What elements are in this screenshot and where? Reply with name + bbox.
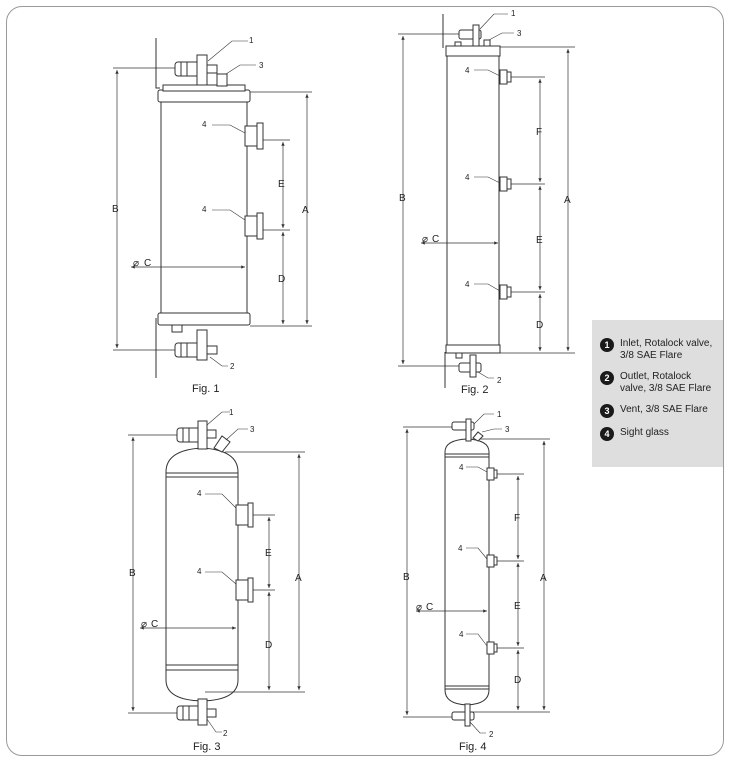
legend-text: Inlet, Rotalock valve, 3/8 SAE Flare bbox=[620, 338, 713, 361]
fig1-caption: Fig. 1 bbox=[192, 383, 220, 395]
fig2-callout-4a: 4 bbox=[465, 66, 470, 75]
fig2-dim-e: E bbox=[536, 235, 543, 246]
fig4-dim-a: A bbox=[540, 573, 547, 584]
legend-item-vent: 3 Vent, 3/8 SAE Flare bbox=[600, 404, 717, 418]
fig2-caption: Fig. 2 bbox=[461, 384, 489, 396]
fig2-dim-a: A bbox=[564, 195, 571, 206]
fig4-callout-1: 1 bbox=[497, 410, 502, 419]
fig3-dim-e: E bbox=[265, 548, 272, 559]
fig4-diameter-symbol: ⌀ bbox=[416, 602, 422, 613]
fig2-callout-2: 2 bbox=[497, 376, 502, 385]
legend-box: 1 Inlet, Rotalock valve, 3/8 SAE Flare 2… bbox=[592, 320, 723, 467]
legend-number-badge: 2 bbox=[600, 371, 614, 385]
fig1-dim-c: C bbox=[144, 258, 151, 269]
fig2-callout-4c: 4 bbox=[465, 280, 470, 289]
figure-2 bbox=[398, 13, 575, 388]
fig1-dim-a: A bbox=[302, 205, 309, 216]
fig4-dim-f: F bbox=[514, 513, 520, 524]
figure-4 bbox=[403, 413, 550, 734]
fig3-dim-d: D bbox=[265, 640, 272, 651]
fig2-diameter-symbol: ⌀ bbox=[422, 234, 428, 245]
fig4-callout-4a: 4 bbox=[459, 463, 464, 472]
fig1-diameter-symbol: ⌀ bbox=[133, 258, 139, 269]
fig1-callout-4a: 4 bbox=[202, 120, 207, 129]
fig3-callout-4a: 4 bbox=[197, 489, 202, 498]
fig4-callout-2: 2 bbox=[489, 730, 494, 739]
fig3-caption: Fig. 3 bbox=[193, 741, 221, 753]
fig3-callout-4b: 4 bbox=[197, 567, 202, 576]
fig1-callout-2: 2 bbox=[230, 362, 235, 371]
fig4-dim-b: B bbox=[403, 572, 410, 583]
fig4-dim-e: E bbox=[514, 601, 521, 612]
figure-3 bbox=[128, 411, 305, 733]
fig4-caption: Fig. 4 bbox=[459, 741, 487, 753]
fig3-dim-c: C bbox=[151, 619, 158, 630]
fig3-dim-a: A bbox=[295, 573, 302, 584]
fig2-dim-c: C bbox=[432, 234, 439, 245]
fig2-callout-1: 1 bbox=[511, 9, 516, 18]
fig4-dim-c: C bbox=[426, 602, 433, 613]
fig2-dim-b: B bbox=[399, 193, 406, 204]
fig1-dim-b: B bbox=[112, 204, 119, 215]
fig1-dim-d: D bbox=[278, 274, 285, 285]
figure-1 bbox=[113, 38, 312, 378]
legend-text: Outlet, Rotalock valve, 3/8 SAE Flare bbox=[620, 371, 712, 394]
legend-number-badge: 1 bbox=[600, 338, 614, 352]
legend-item-outlet: 2 Outlet, Rotalock valve, 3/8 SAE Flare bbox=[600, 371, 717, 395]
legend-item-sight-glass: 4 Sight glass bbox=[600, 427, 717, 441]
fig3-diameter-symbol: ⌀ bbox=[141, 619, 147, 630]
fig3-callout-1: 1 bbox=[229, 408, 234, 417]
legend-number-badge: 4 bbox=[600, 427, 614, 441]
fig2-dim-d: D bbox=[536, 320, 543, 331]
legend-text: Sight glass bbox=[620, 427, 669, 438]
fig4-callout-4b: 4 bbox=[458, 544, 463, 553]
fig3-callout-3: 3 bbox=[250, 425, 255, 434]
fig1-callout-1: 1 bbox=[249, 36, 254, 45]
fig4-callout-3: 3 bbox=[505, 425, 510, 434]
fig1-callout-4b: 4 bbox=[202, 205, 207, 214]
legend-item-inlet: 1 Inlet, Rotalock valve, 3/8 SAE Flare bbox=[600, 338, 717, 362]
fig2-dim-f: F bbox=[536, 127, 542, 138]
fig1-dim-e: E bbox=[278, 179, 285, 190]
fig4-dim-d: D bbox=[514, 675, 521, 686]
fig2-callout-4b: 4 bbox=[465, 173, 470, 182]
fig3-dim-b: B bbox=[129, 568, 136, 579]
legend-number-badge: 3 bbox=[600, 404, 614, 418]
legend-text: Vent, 3/8 SAE Flare bbox=[620, 404, 708, 415]
fig2-callout-3: 3 bbox=[517, 29, 522, 38]
fig3-callout-2: 2 bbox=[223, 729, 228, 738]
fig1-callout-3: 3 bbox=[259, 61, 264, 70]
fig4-callout-4c: 4 bbox=[459, 630, 464, 639]
